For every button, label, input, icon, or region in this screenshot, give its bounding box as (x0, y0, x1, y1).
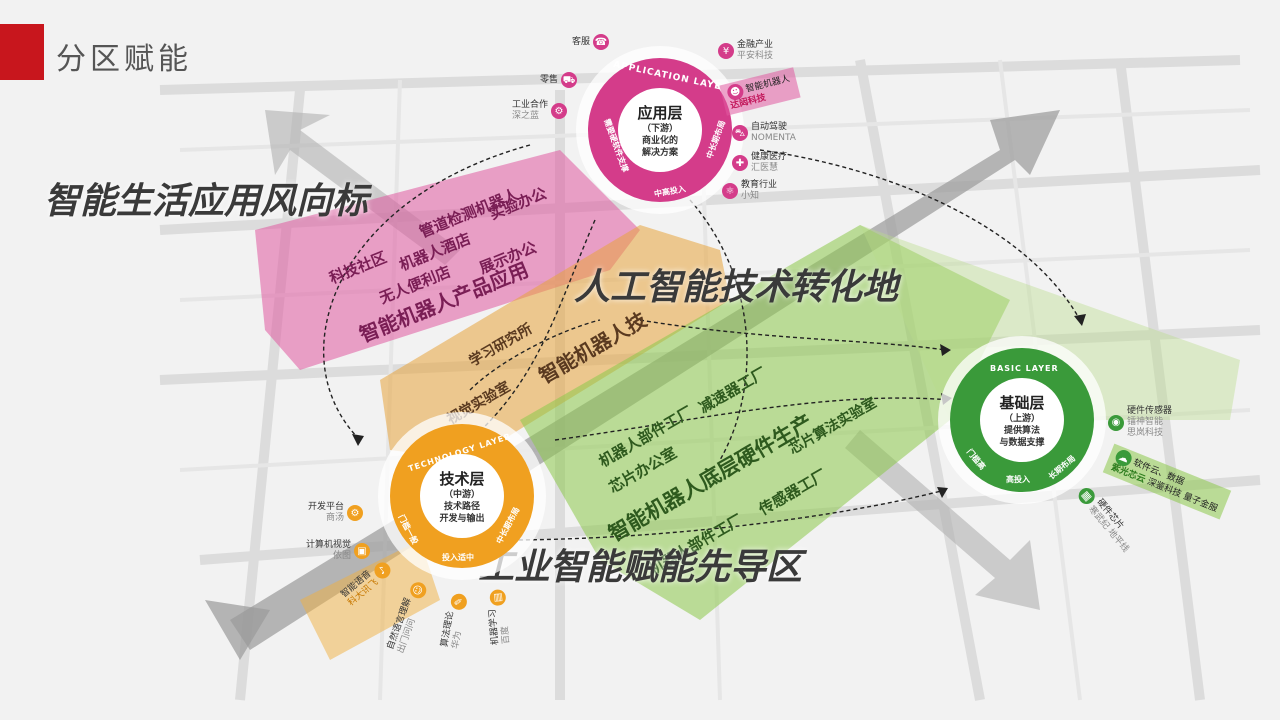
application-layer-core: 应用层 （下游） 商业化的 解决方案 (618, 88, 702, 172)
technology-layer-sub3: 开发与输出 (439, 513, 485, 524)
edit-icon: ✎ (449, 592, 469, 612)
technology-layer-sub2: 技术路径 (443, 501, 480, 512)
medical-cross-icon: ✚ (732, 155, 748, 171)
gear-icon: ⚙ (551, 103, 568, 119)
technology-layer-sub1: （中游） (443, 489, 480, 500)
application-layer-sub1: （下游） (641, 123, 678, 134)
application-layer-ring: 应用层 （下游） 商业化的 解决方案 (588, 58, 732, 202)
app-node-retail: 零售⛟ (540, 72, 578, 88)
tech-node-vision: 计算机视觉依图▣ (306, 540, 371, 562)
zone-label-life: 智能生活应用风向标 (44, 181, 369, 222)
coin-icon: ¥ (718, 43, 734, 59)
page-title: 分区赋能 (56, 42, 192, 77)
basic-layer-ring: 基础层 （上游） 提供算法 与数据支撑 (950, 348, 1094, 492)
basic-node-sensor: ◉硬件传感器镭神智能思岚科技 (1108, 406, 1172, 439)
tech-node-platform: 开发平台商汤⚙ (308, 502, 364, 524)
basic-layer-core: 基础层 （上游） 提供算法 与数据支撑 (980, 378, 1064, 462)
cart-icon: ⛟ (561, 72, 578, 88)
tech-node-ml: 机器学习百度▤ (486, 588, 513, 645)
header-accent-bar (0, 24, 44, 80)
car-icon: ⛍ (732, 125, 748, 141)
app-node-health: ✚健康医疗汇医慧 (732, 152, 787, 174)
basic-layer-sub3: 与数据支撑 (999, 437, 1045, 448)
zone-label-transform: 人工智能技术转化地 (574, 267, 899, 308)
satellite-dish-icon: ◉ (1108, 414, 1124, 431)
technology-layer-title: 技术层 (439, 469, 485, 488)
app-node-customer-service: 客服☎ (572, 34, 610, 50)
technology-ring-text-bottom: 投入适中 (442, 553, 474, 562)
app-node-finance: ¥金融产业平安科技 (718, 40, 773, 62)
app-node-education: ⚛教育行业小知 (722, 180, 777, 202)
image-icon: ▣ (354, 543, 371, 559)
atom-icon: ⚛ (722, 183, 738, 199)
application-layer-title: 应用层 (637, 103, 683, 122)
basic-layer-title: 基础层 (999, 393, 1045, 412)
technology-layer-ring: 技术层 （中游） 技术路径 开发与输出 (390, 424, 534, 568)
basic-ring-text-bottom: 高投入 (1006, 475, 1030, 484)
gear-icon: ⚙ (347, 505, 364, 521)
application-layer-sub2: 商业化的 (641, 135, 678, 146)
document-icon: ▤ (489, 588, 507, 607)
basic-layer-sub2: 提供算法 (1003, 425, 1040, 436)
basic-layer-sub1: （上游） (1003, 413, 1040, 424)
technology-layer-core: 技术层 （中游） 技术路径 开发与输出 (420, 454, 504, 538)
app-node-industry: 工业合作深之蓝⚙ (512, 100, 568, 122)
headset-icon: ☎ (593, 34, 610, 50)
application-layer-sub3: 解决方案 (641, 147, 678, 158)
basic-layer-arc-label: BASIC LAYER (990, 364, 1059, 373)
zone-label-industry: 工业智能赋能先导区 (478, 547, 803, 588)
